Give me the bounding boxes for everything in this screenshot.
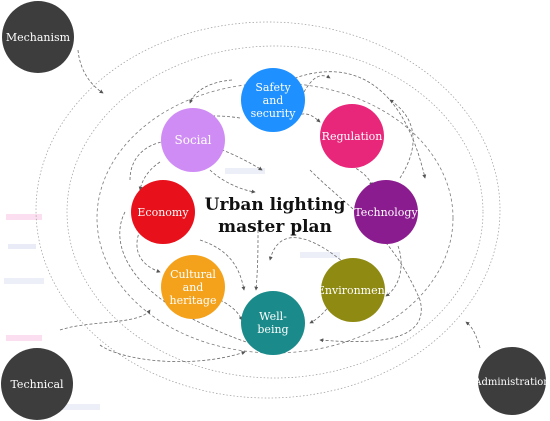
node-economy: Economy — [131, 180, 195, 244]
node-cultural-line2: and — [183, 281, 204, 294]
node-environment: Environment — [317, 258, 390, 322]
background-ghost-text — [4, 168, 340, 410]
connection-arrows — [59, 49, 481, 363]
node-social: Social — [161, 108, 225, 172]
outer-node-administration: Administration — [473, 347, 550, 415]
node-safety-line1: Safety — [255, 81, 291, 94]
node-regulation: Regulation — [320, 104, 384, 168]
node-cultural-line1: Cultural — [170, 268, 216, 281]
node-technology: Technology — [354, 180, 418, 244]
node-social-label: Social — [175, 133, 212, 147]
node-safety-line3: security — [251, 107, 297, 120]
outer-node-technical: Technical — [1, 348, 73, 420]
center-title-line2: master plan — [218, 217, 332, 237]
node-cultural-and-heritage: Cultural and heritage — [161, 255, 225, 319]
node-safety-line2: and — [263, 94, 284, 107]
outer-rings — [35, 21, 501, 399]
node-cultural-line3: heritage — [170, 294, 217, 307]
node-wellbeing-line1: Well- — [259, 310, 287, 323]
center-title-line1: Urban lighting — [205, 195, 346, 215]
outer-node-technical-label: Technical — [10, 378, 64, 391]
node-well-being: Well- being — [241, 291, 305, 355]
node-technology-label: Technology — [354, 206, 418, 219]
outer-node-administration-label: Administration — [473, 377, 550, 388]
outer-node-mechanism-label: Mechanism — [6, 31, 71, 44]
node-safety-and-security: Safety and security — [241, 68, 305, 132]
outer-node-mechanism: Mechanism — [2, 1, 74, 73]
node-wellbeing-line2: being — [257, 323, 288, 336]
node-regulation-label: Regulation — [322, 130, 383, 143]
node-environment-label: Environment — [317, 284, 390, 297]
node-economy-label: Economy — [137, 206, 189, 219]
center-title: Urban lighting master plan — [205, 195, 346, 237]
